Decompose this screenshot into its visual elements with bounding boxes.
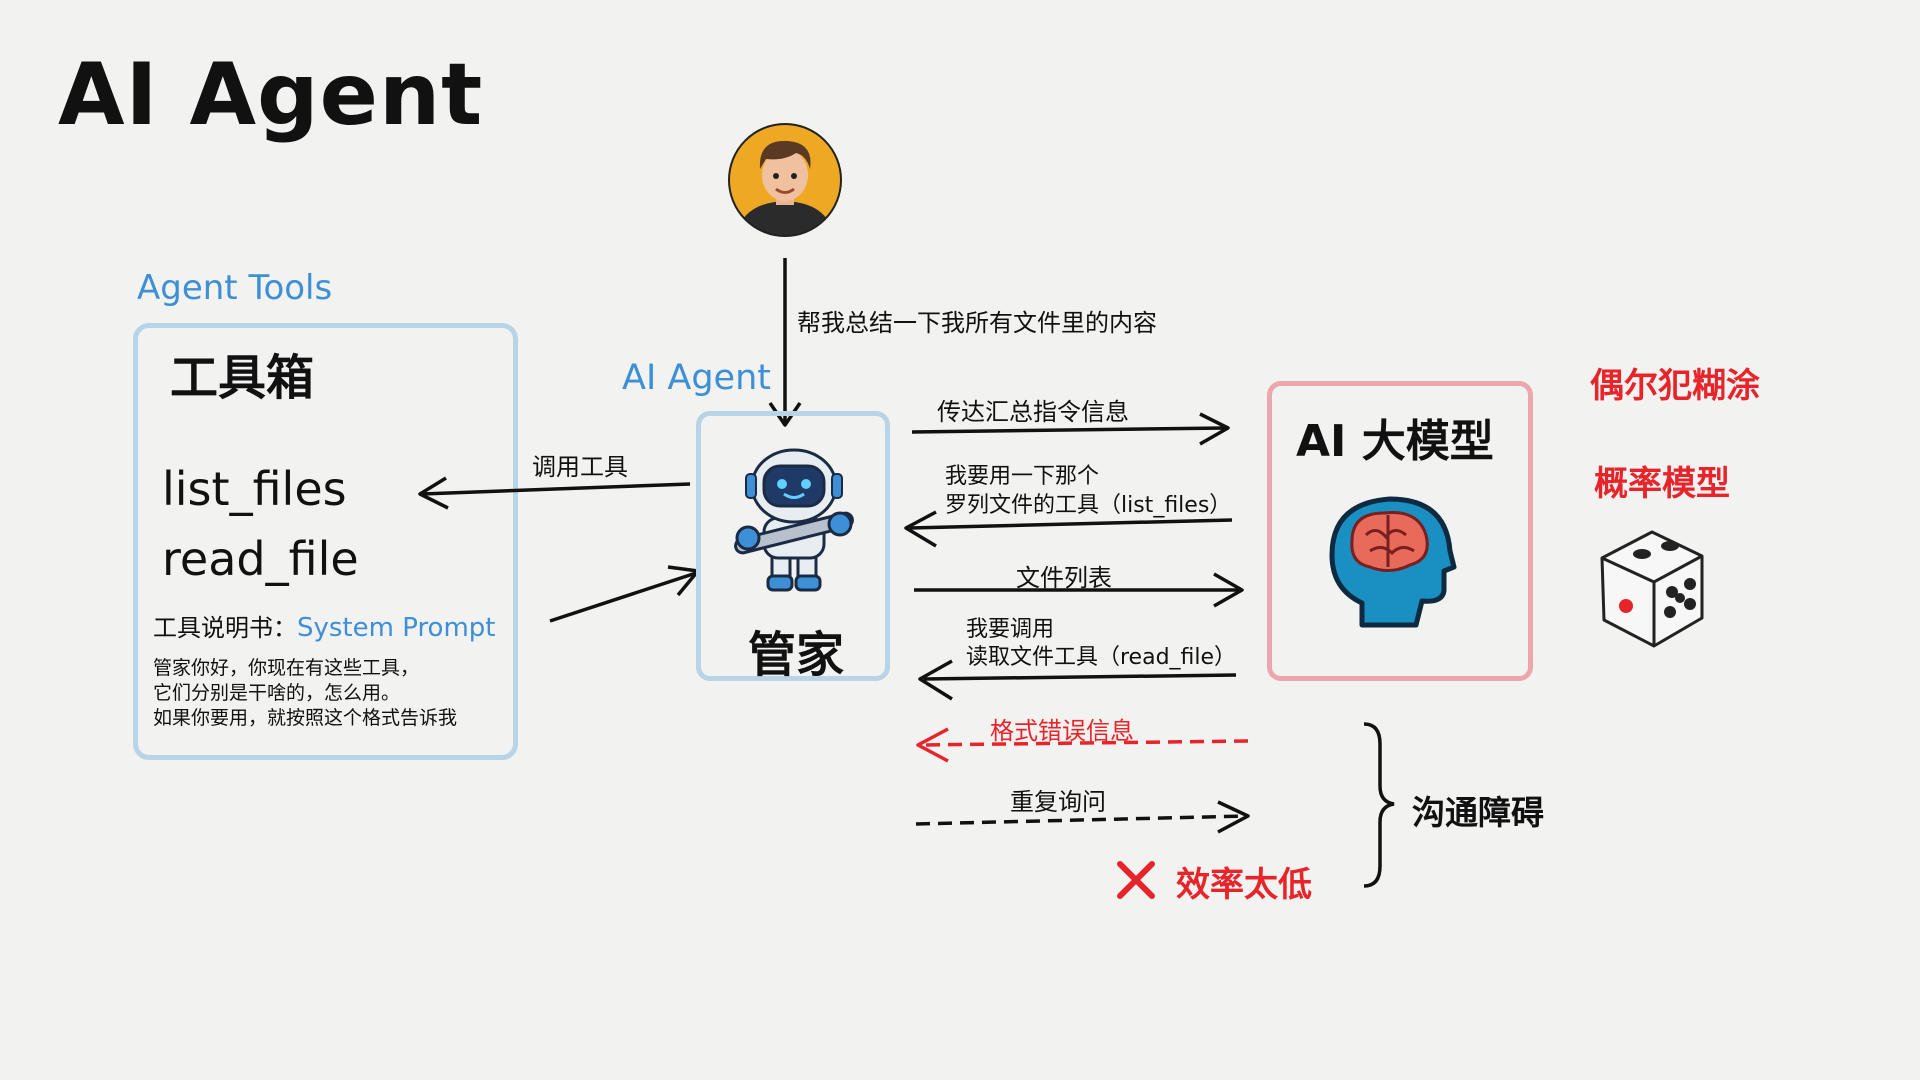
tool-manual-line: 工具说明书：System Prompt (153, 608, 496, 643)
want-list-label-1: 我要用一下那个 (945, 464, 1100, 489)
manual-line-2: 它们分别是干啥的，怎么用。 (153, 682, 401, 704)
want-list-arrow (904, 510, 1233, 548)
tool-manual-label: 工具说明书： (153, 614, 297, 642)
call-tool-arrow (418, 476, 691, 510)
llm-panel (1267, 381, 1533, 681)
toolbox-title: 工具箱 (170, 350, 315, 406)
hallucination-note: 偶尔犯糊涂 (1590, 366, 1760, 406)
want-read-arrow (918, 659, 1237, 701)
want-read-label-1: 我要调用 (966, 617, 1055, 642)
format-error-label: 格式错误信息 (990, 717, 1134, 745)
agent-tools-caption: Agent Tools (137, 268, 333, 308)
low-efficiency-label: 效率太低 (1176, 865, 1312, 905)
want-list-label-2: 罗列文件的工具（list_files） (945, 493, 1232, 518)
call-tool-label: 调用工具 (532, 453, 628, 481)
manual-line-1: 管家你好，你现在有这些工具， (153, 657, 420, 679)
probability-model-note: 概率模型 (1594, 464, 1730, 504)
format-error-arrow (916, 727, 1249, 763)
manual-line-3: 如果你要用，就按照这个格式告诉我 (153, 707, 458, 729)
brace (1363, 722, 1395, 888)
file-list-label: 文件列表 (1016, 564, 1112, 592)
dice-icon (1600, 530, 1704, 648)
request-arrow (768, 258, 802, 427)
tool-manual-arrow (549, 565, 700, 623)
brain-head-icon (1329, 496, 1457, 628)
agent-name: 管家 (748, 627, 845, 683)
want-read-label-2: 读取文件工具（read_file） (966, 645, 1237, 670)
llm-title: AI 大模型 (1296, 416, 1494, 467)
relay-arrow (911, 412, 1230, 446)
agent-panel (696, 411, 890, 681)
user-request-label: 帮我总结一下我所有文件里的内容 (797, 309, 1157, 337)
system-prompt-label: System Prompt (297, 613, 496, 643)
tool-manual-body: 管家你好，你现在有这些工具， 它们分别是干啥的，怎么用。 如果你要用，就按照这个… (153, 656, 513, 731)
communication-barrier-label: 沟通障碍 (1412, 793, 1544, 832)
tool-item-read-file: read_file (162, 532, 359, 586)
robot-icon (734, 448, 854, 592)
agent-caption: AI Agent (622, 358, 771, 398)
user-avatar-icon (728, 123, 842, 237)
relay-label: 传达汇总指令信息 (937, 398, 1129, 426)
repeat-ask-arrow (915, 800, 1250, 834)
page-title: AI Agent (58, 45, 484, 145)
repeat-ask-label: 重复询问 (1010, 788, 1106, 816)
cross-icon (1117, 861, 1155, 899)
file-list-arrow (914, 572, 1244, 608)
toolbox-panel (133, 323, 518, 760)
tool-item-list-files: list_files (162, 462, 347, 516)
